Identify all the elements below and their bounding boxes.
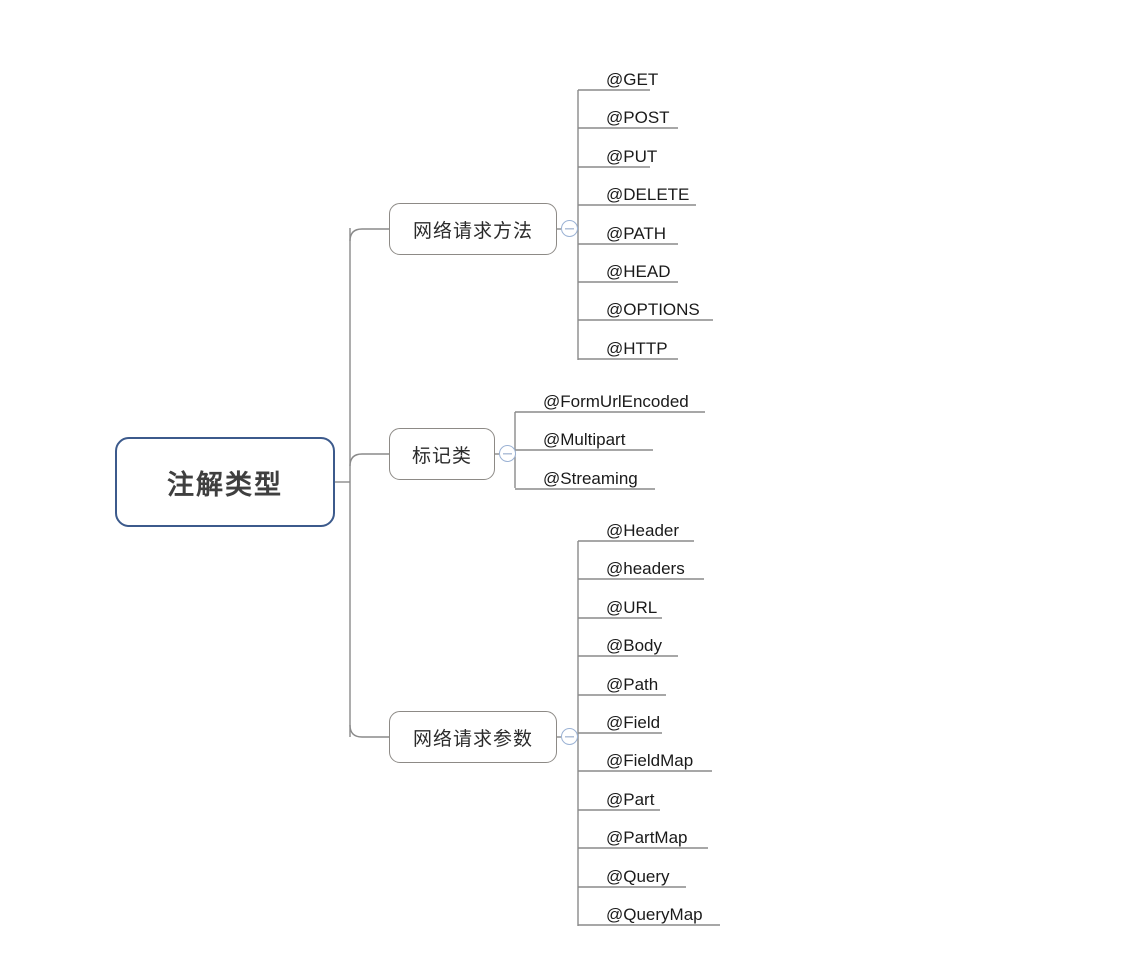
- branch-node-label: 网络请求方法: [412, 220, 533, 242]
- connector-path: [349, 228, 389, 242]
- root-node[interactable]: 注解类型: [115, 437, 335, 527]
- connector-path: [349, 453, 389, 467]
- leaf-node[interactable]: @QueryMap: [606, 905, 703, 924]
- branch-node-label: 网络请求参数: [412, 728, 533, 750]
- branch-node-1[interactable]: 网络请求方法: [389, 203, 557, 255]
- branch-node-3[interactable]: 网络请求参数: [389, 711, 557, 763]
- connector-path: [349, 724, 389, 738]
- collapse-minus-icon[interactable]: [499, 445, 516, 462]
- leaf-node[interactable]: @Body: [606, 636, 663, 656]
- leaf-node[interactable]: @Field: [606, 713, 661, 732]
- leaf-node[interactable]: @headers: [606, 559, 685, 579]
- leaf-node[interactable]: @OPTIONS: [606, 300, 700, 320]
- leaf-node[interactable]: @FieldMap: [606, 751, 694, 771]
- leaf-node[interactable]: @HEAD: [606, 262, 671, 281]
- leaf-node[interactable]: @PUT: [606, 146, 658, 166]
- root-node-label: 注解类型: [167, 469, 283, 500]
- leaf-node[interactable]: @Multipart: [543, 430, 626, 450]
- leaf-node[interactable]: @GET: [606, 70, 659, 89]
- collapse-minus-icon[interactable]: [561, 220, 578, 237]
- leaf-node[interactable]: @PartMap: [606, 828, 688, 848]
- branch-node-2[interactable]: 标记类: [389, 428, 495, 480]
- leaf-node[interactable]: @PATH: [606, 223, 667, 243]
- leaf-node[interactable]: @Header: [606, 521, 680, 540]
- leaf-node[interactable]: @POST: [606, 108, 670, 128]
- leaf-node[interactable]: @URL: [606, 597, 658, 617]
- branch-node-label: 标记类: [411, 445, 472, 467]
- leaf-node[interactable]: @Part: [606, 789, 655, 809]
- leaf-node[interactable]: @FormUrlEncoded: [543, 392, 689, 411]
- leaf-node[interactable]: @Path: [606, 674, 659, 694]
- leaf-node[interactable]: @HTTP: [606, 338, 668, 358]
- leaf-node[interactable]: @Streaming: [543, 468, 638, 488]
- collapse-minus-icon[interactable]: [561, 728, 578, 745]
- leaf-node[interactable]: @DELETE: [606, 185, 690, 205]
- leaf-node[interactable]: @Query: [606, 866, 670, 886]
